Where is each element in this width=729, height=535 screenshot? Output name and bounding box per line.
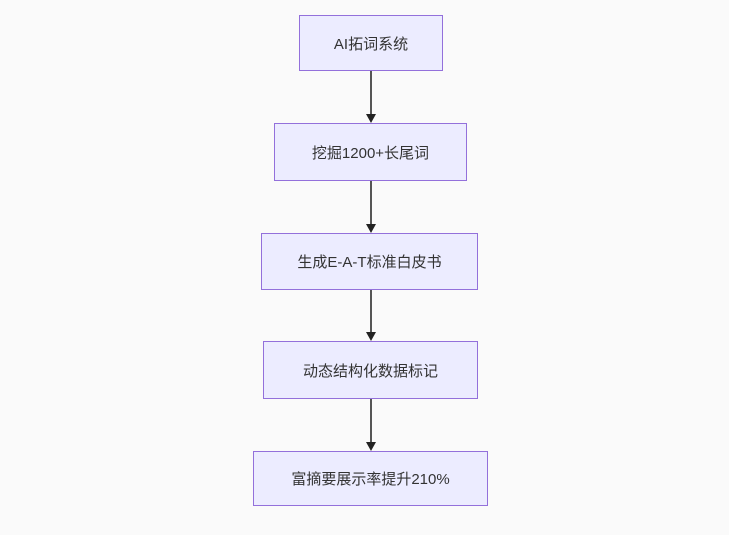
arrow-line: [369, 71, 372, 114]
arrow-head-down-icon: [365, 442, 376, 451]
arrow-node1-to-node2: [364, 71, 377, 123]
flow-node-dynamic-structured-data-markup: 动态结构化数据标记: [263, 341, 478, 399]
arrow-head-down-icon: [365, 114, 376, 123]
arrow-line: [369, 290, 372, 332]
arrow-node3-to-node4: [364, 290, 377, 341]
arrow-line: [369, 399, 372, 442]
arrow-node2-to-node3: [364, 181, 377, 233]
flow-node-generate-eat-whitepaper: 生成E-A-T标准白皮书: [261, 233, 478, 290]
arrow-line: [369, 181, 372, 224]
arrow-head-down-icon: [365, 224, 376, 233]
flow-node-rich-snippet-rate-increase: 富摘要展示率提升210%: [253, 451, 488, 506]
flow-node-mine-longtail-keywords: 挖掘1200+长尾词: [274, 123, 467, 181]
flow-node-ai-word-expansion-system: AI拓词系统: [299, 15, 443, 71]
arrow-head-down-icon: [365, 332, 376, 341]
arrow-node4-to-node5: [364, 399, 377, 451]
